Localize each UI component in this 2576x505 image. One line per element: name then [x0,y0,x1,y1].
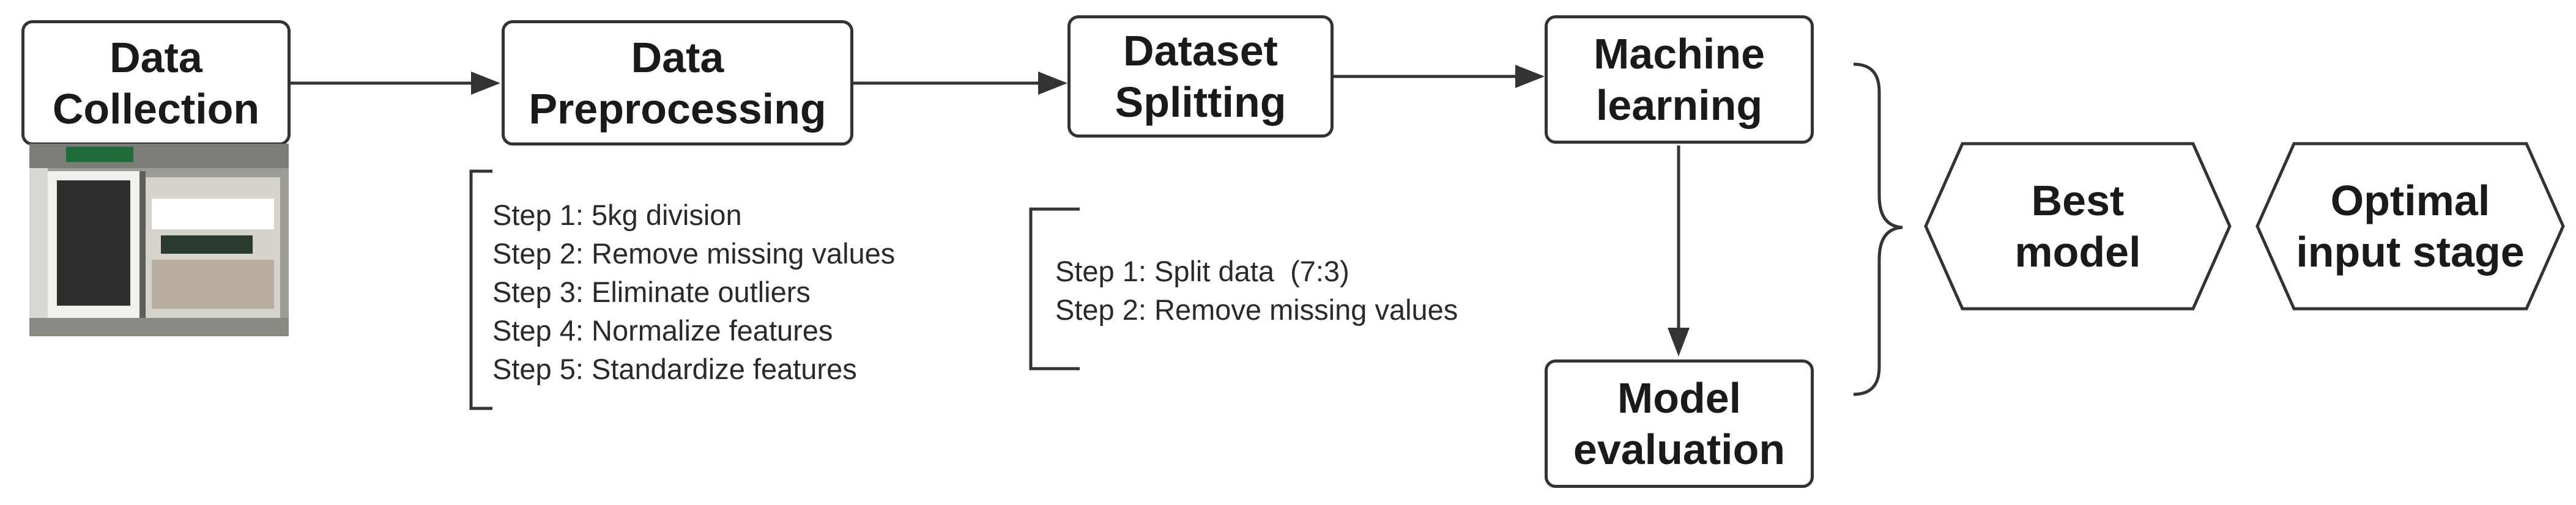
collection-equipment-image [29,144,289,336]
machine-learning-label: Machine learning [1593,30,1765,129]
preprocessing-step: Step 3: Eliminate outliers [492,276,811,308]
optimal-input-stage-label: Optimal input stage [2296,177,2525,276]
dataset-splitting-label: Dataset Splitting [1115,27,1286,126]
preprocessing-step: Step 4: Normalize features [492,314,833,347]
preprocessing-steps-bracket [469,169,492,410]
machine-learning-node: Machine learning [1545,15,1814,144]
data-collection-node: Data Collection [21,20,291,146]
data-preprocessing-node: Data Preprocessing [502,20,853,146]
arrowhead-evaluation [1668,328,1690,356]
best-model-hexagon [1924,142,2232,311]
best-model-label-wrap: Best model [1962,144,2193,309]
model-evaluation-node: Model evaluation [1545,359,1814,488]
curly-brace [1853,62,1903,396]
optimal-input-label-wrap: Optimal input stage [2294,144,2526,309]
optimal-input-hexagon [2255,142,2565,311]
data-collection-label: Data Collection [52,33,260,133]
dataset-splitting-node: Dataset Splitting [1067,15,1334,138]
preprocessing-steps-list: Step 1: 5kg division Step 2: Remove miss… [492,196,895,388]
arrowhead-ml [1515,65,1545,88]
arrowhead-splitting [1038,72,1067,95]
best-model-label: Best model [2014,177,2141,276]
splitting-steps-list: Step 1: Split data (7:3) Step 2: Remove … [1055,252,1458,329]
preprocessing-step: Step 5: Standardize features [492,353,857,385]
splitting-step: Step 2: Remove missing values [1055,293,1458,326]
arrowhead-preprocessing [471,72,500,95]
splitting-steps-bracket [1029,207,1080,370]
model-evaluation-label: Model evaluation [1573,374,1786,473]
splitting-step: Step 1: Split data (7:3) [1055,255,1349,287]
preprocessing-step: Step 1: 5kg division [492,199,742,231]
preprocessing-step: Step 2: Remove missing values [492,237,896,270]
data-preprocessing-label: Data Preprocessing [529,33,826,133]
